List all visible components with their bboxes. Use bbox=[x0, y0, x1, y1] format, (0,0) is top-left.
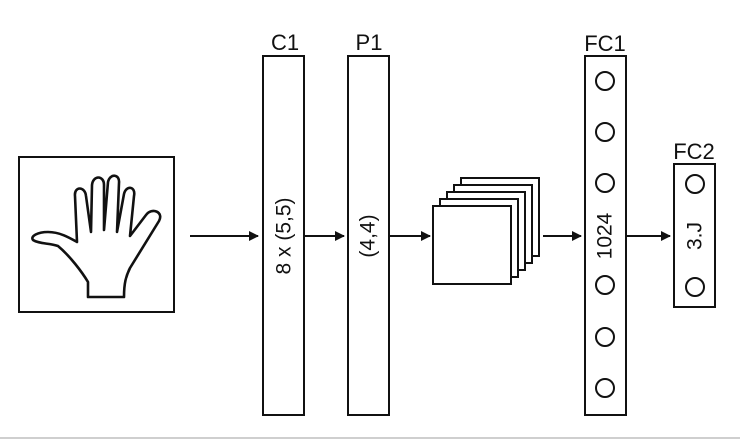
layer-fc1: FC1 1024 bbox=[584, 31, 627, 416]
fc2-text: 3.J bbox=[684, 222, 707, 250]
p1-label: P1 bbox=[356, 30, 383, 55]
fc2-node bbox=[685, 277, 705, 297]
layer-c1: C1 8 x (5,5) bbox=[262, 30, 305, 416]
stacked-feature-maps-icon bbox=[432, 177, 540, 285]
p1-text: (4,4) bbox=[357, 214, 380, 257]
fc1-node bbox=[595, 71, 615, 91]
fc1-node bbox=[595, 173, 615, 193]
layer-p1: P1 (4,4) bbox=[347, 30, 390, 416]
fc1-node bbox=[595, 327, 615, 347]
hand-outline-icon bbox=[31, 174, 162, 299]
layer-fc2: FC2 3.J bbox=[673, 139, 716, 308]
input-image bbox=[18, 156, 175, 313]
fc1-node bbox=[595, 378, 615, 398]
fc2-label: FC2 bbox=[673, 139, 715, 164]
fc1-label: FC1 bbox=[584, 31, 626, 56]
feature-map-0 bbox=[432, 205, 512, 285]
c1-block bbox=[262, 55, 305, 416]
fc1-node bbox=[595, 275, 615, 295]
fc2-node bbox=[685, 174, 705, 194]
c1-text: 8 x (5,5) bbox=[273, 197, 296, 274]
fc1-node bbox=[595, 122, 615, 142]
input-image-frame bbox=[18, 156, 175, 313]
p1-block bbox=[347, 55, 390, 416]
fc1-block bbox=[584, 55, 627, 416]
c1-label: C1 bbox=[271, 30, 299, 55]
fc1-text: 1024 bbox=[594, 212, 617, 259]
